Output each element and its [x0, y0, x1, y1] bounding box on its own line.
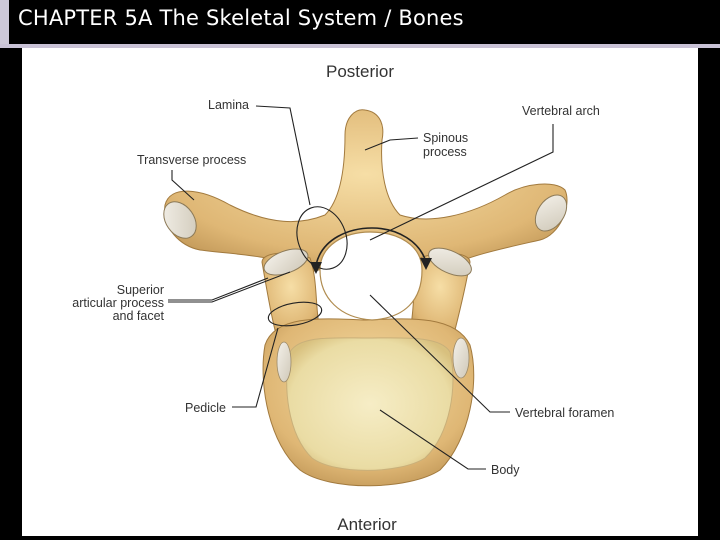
superior-articular-facet-right — [428, 247, 472, 277]
label-vertebral-arch: Vertebral arch — [522, 104, 600, 118]
leader-vertebral-arch — [369, 124, 554, 241]
transverse-facet-right — [534, 194, 568, 232]
transverse-facet-left — [163, 201, 197, 239]
vertebral-arch-arrow — [315, 227, 427, 266]
label-superior-articular-line2: articular process — [72, 296, 164, 310]
label-pedicle: Pedicle — [185, 401, 226, 415]
body-side-facet-right — [452, 337, 470, 379]
label-transverse-process: Transverse process — [137, 153, 246, 167]
label-superior-articular-line1: Superior — [117, 283, 164, 297]
title-accent-bar — [0, 0, 9, 44]
label-spinous-process-line1: Spinous — [423, 131, 468, 145]
title-divider — [0, 44, 720, 48]
posterior-label: Posterior — [326, 62, 394, 81]
label-spinous-process-line2: process — [423, 145, 467, 159]
vertebral-body-face — [286, 337, 454, 471]
title-bar: CHAPTER 5A The Skeletal System / Bones — [0, 0, 720, 44]
lamina-loop-marker — [296, 206, 348, 270]
anterior-label: Anterior — [337, 515, 397, 534]
slide-title: CHAPTER 5A The Skeletal System / Bones — [18, 6, 464, 30]
arrow-head-right — [420, 258, 432, 270]
leader-superior-articular-1 — [168, 277, 269, 301]
leader-body — [379, 409, 486, 470]
leader-spinous-process — [364, 137, 419, 151]
label-vertebral-foramen: Vertebral foramen — [515, 406, 614, 420]
leader-pedicle — [232, 327, 279, 408]
leader-superior-articular-2 — [168, 271, 291, 303]
vertebral-foramen-shape — [319, 231, 423, 321]
body-side-facet-left — [276, 341, 292, 383]
label-superior-articular-line3: and facet — [113, 309, 165, 323]
leader-vertebral-foramen — [369, 294, 510, 413]
arrow-head-left — [310, 262, 322, 274]
leader-lamina — [255, 105, 311, 206]
pedicle-loop-marker — [267, 301, 323, 327]
leader-transverse-process — [171, 170, 195, 201]
label-body: Body — [491, 463, 520, 477]
label-lamina: Lamina — [208, 98, 249, 112]
